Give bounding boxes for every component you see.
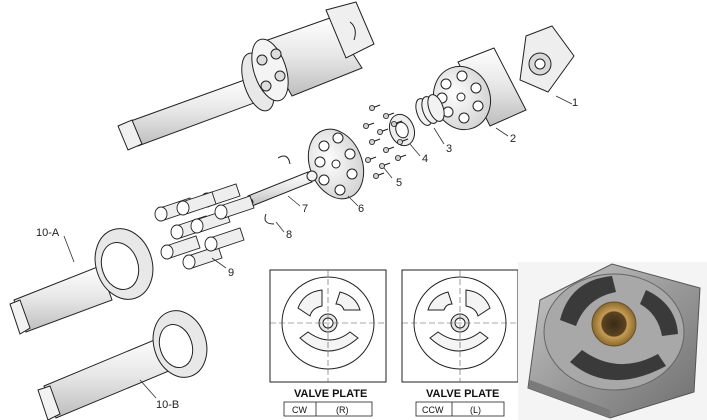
callout-8: 8 (286, 229, 292, 241)
callout-2: 2 (510, 133, 516, 145)
valve-plate-cw-title: VALVE PLATE (294, 388, 367, 400)
bolt (376, 128, 389, 135)
part-9-pistons (154, 183, 255, 270)
assembled-pump-end-cap-port (349, 21, 356, 41)
bolt (382, 146, 395, 153)
callout-5: 5 (396, 177, 402, 189)
valve-plate-cw-direction: CW (292, 405, 307, 415)
part-4-retainer (388, 113, 421, 157)
callout-4: 4 (422, 153, 428, 165)
callout-9: 9 (228, 267, 234, 279)
bolt (362, 122, 375, 130)
part-1-end-cover (519, 25, 575, 105)
assembled-pump (117, 1, 375, 151)
bolt (396, 138, 409, 145)
part-5-bolts (362, 104, 409, 179)
bolt (394, 154, 407, 161)
valve-plate-photo (518, 262, 707, 420)
bolt (364, 156, 377, 163)
valve-plate-cw: VALVE PLATE CW (R) (269, 269, 387, 417)
valve-plate-photo-port (640, 290, 678, 336)
part-2-cylinder-block (433, 47, 527, 137)
piston (214, 195, 255, 220)
bolt (390, 120, 403, 128)
callout-6: 6 (358, 203, 364, 215)
valve-plate-ccw-title: VALVE PLATE (426, 388, 499, 400)
bolt (378, 162, 391, 169)
assembled-pump-bore (256, 54, 268, 66)
assembled-pump-shaft (127, 77, 263, 147)
assembled-pump-shaft-tip (117, 119, 143, 151)
bolt (372, 172, 385, 179)
valve-plate-ccw-direction: CCW (422, 405, 444, 415)
part-10a-drive-shaft (9, 228, 154, 335)
bolt (368, 138, 381, 145)
callout-7: 7 (302, 203, 308, 215)
piston (204, 227, 245, 252)
part-6-retainer-plate (307, 128, 365, 207)
valve-plate-photo-bushing (591, 301, 637, 347)
bolt (382, 112, 395, 120)
assembled-pump-end-cap (325, 1, 375, 59)
piston (176, 191, 217, 216)
assembled-pump-bore (260, 80, 272, 92)
valve-plate-ccw: VALVE PLATE CCW (L) (401, 269, 519, 417)
part-7-center-pin (246, 170, 318, 207)
valve-plate-cw-side: (R) (336, 405, 349, 415)
assembled-pump-bore (270, 48, 282, 60)
valve-plate-ccw-side: (L) (470, 405, 481, 415)
callout-3: 3 (446, 143, 452, 155)
part-8-clips (264, 155, 291, 233)
assembled-pump-bore (274, 70, 286, 82)
valve-plate-photo-port (560, 276, 616, 326)
callout-10b: 10-B (156, 399, 179, 411)
part-10b-drive-shaft (37, 310, 208, 420)
valve-plate-photo-port (570, 350, 666, 381)
callout-1: 1 (572, 97, 578, 109)
piston (160, 235, 201, 260)
bolt (368, 104, 381, 112)
part-3-spring-stack (415, 94, 445, 145)
callout-10a: 10-A (36, 227, 60, 239)
